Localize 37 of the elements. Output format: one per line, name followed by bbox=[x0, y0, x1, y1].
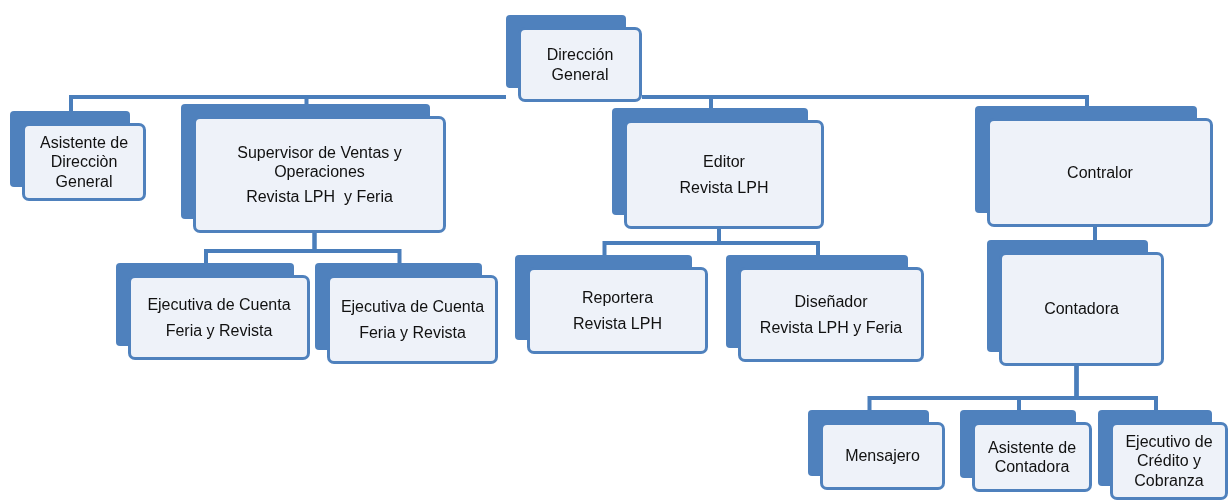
box-text: Revista LPH y Feria bbox=[759, 317, 903, 337]
org-box bbox=[975, 106, 1213, 227]
connector-line bbox=[312, 233, 402, 263]
box-text: Mensajero bbox=[845, 446, 920, 466]
box-text: Asistente de Direcciòn General bbox=[38, 133, 130, 191]
box-text: Asistente de Contadora bbox=[986, 437, 1078, 477]
box-text: Contadora bbox=[1044, 299, 1119, 319]
box-text: Supervisor de Ventas y Operaciones bbox=[236, 142, 403, 182]
connector-line bbox=[1074, 366, 1158, 410]
org-box bbox=[1098, 410, 1228, 500]
org-box bbox=[10, 111, 146, 201]
box-text: Feria y Revista bbox=[165, 320, 273, 340]
org-box bbox=[116, 263, 310, 360]
connector-line bbox=[642, 95, 1089, 106]
org-box bbox=[181, 104, 446, 233]
org-box bbox=[808, 410, 945, 490]
org-box bbox=[506, 15, 642, 102]
box-text: Ejecutivo de Crédito y Cobranza bbox=[1124, 432, 1214, 490]
box-text: Revista LPH bbox=[573, 313, 662, 333]
connector-line bbox=[304, 95, 506, 104]
org-box bbox=[315, 263, 498, 364]
org-box bbox=[726, 255, 924, 362]
org-box bbox=[960, 410, 1092, 492]
box-text: Revista LPH bbox=[679, 177, 769, 197]
org-box bbox=[515, 255, 708, 354]
box-text: Ejecutiva de Cuenta bbox=[147, 295, 291, 315]
box-text: Reportera bbox=[581, 288, 654, 308]
org-box bbox=[987, 240, 1164, 366]
org-box bbox=[612, 108, 824, 229]
box-text: Contralor bbox=[1067, 162, 1133, 183]
connector-line bbox=[1093, 227, 1097, 240]
box-text: Diseñador bbox=[794, 292, 868, 312]
box-text: Editor bbox=[703, 152, 745, 172]
box-text: Ejecutiva de Cuenta bbox=[340, 297, 485, 317]
box-text: Dirección General bbox=[545, 45, 615, 84]
box-text: Feria y Revista bbox=[359, 322, 466, 342]
box-text: Revista LPH y Feria bbox=[246, 187, 393, 207]
